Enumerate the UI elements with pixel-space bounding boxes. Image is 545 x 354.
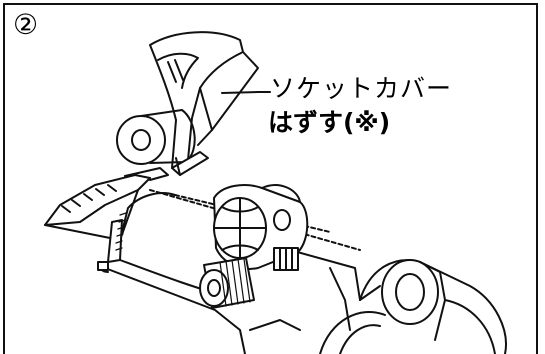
right-fitting-icon xyxy=(249,259,507,354)
handle-knob-icon xyxy=(199,184,309,309)
callout-part-name: ソケットカバー xyxy=(270,74,453,103)
step-number: ② xyxy=(13,8,39,41)
socket-cover-icon xyxy=(116,31,259,176)
faucet-body-icon xyxy=(44,167,361,354)
panel-frame xyxy=(3,3,538,354)
callout-instruction: はずす(※) xyxy=(268,108,391,137)
callout-leader-extension xyxy=(221,91,259,94)
